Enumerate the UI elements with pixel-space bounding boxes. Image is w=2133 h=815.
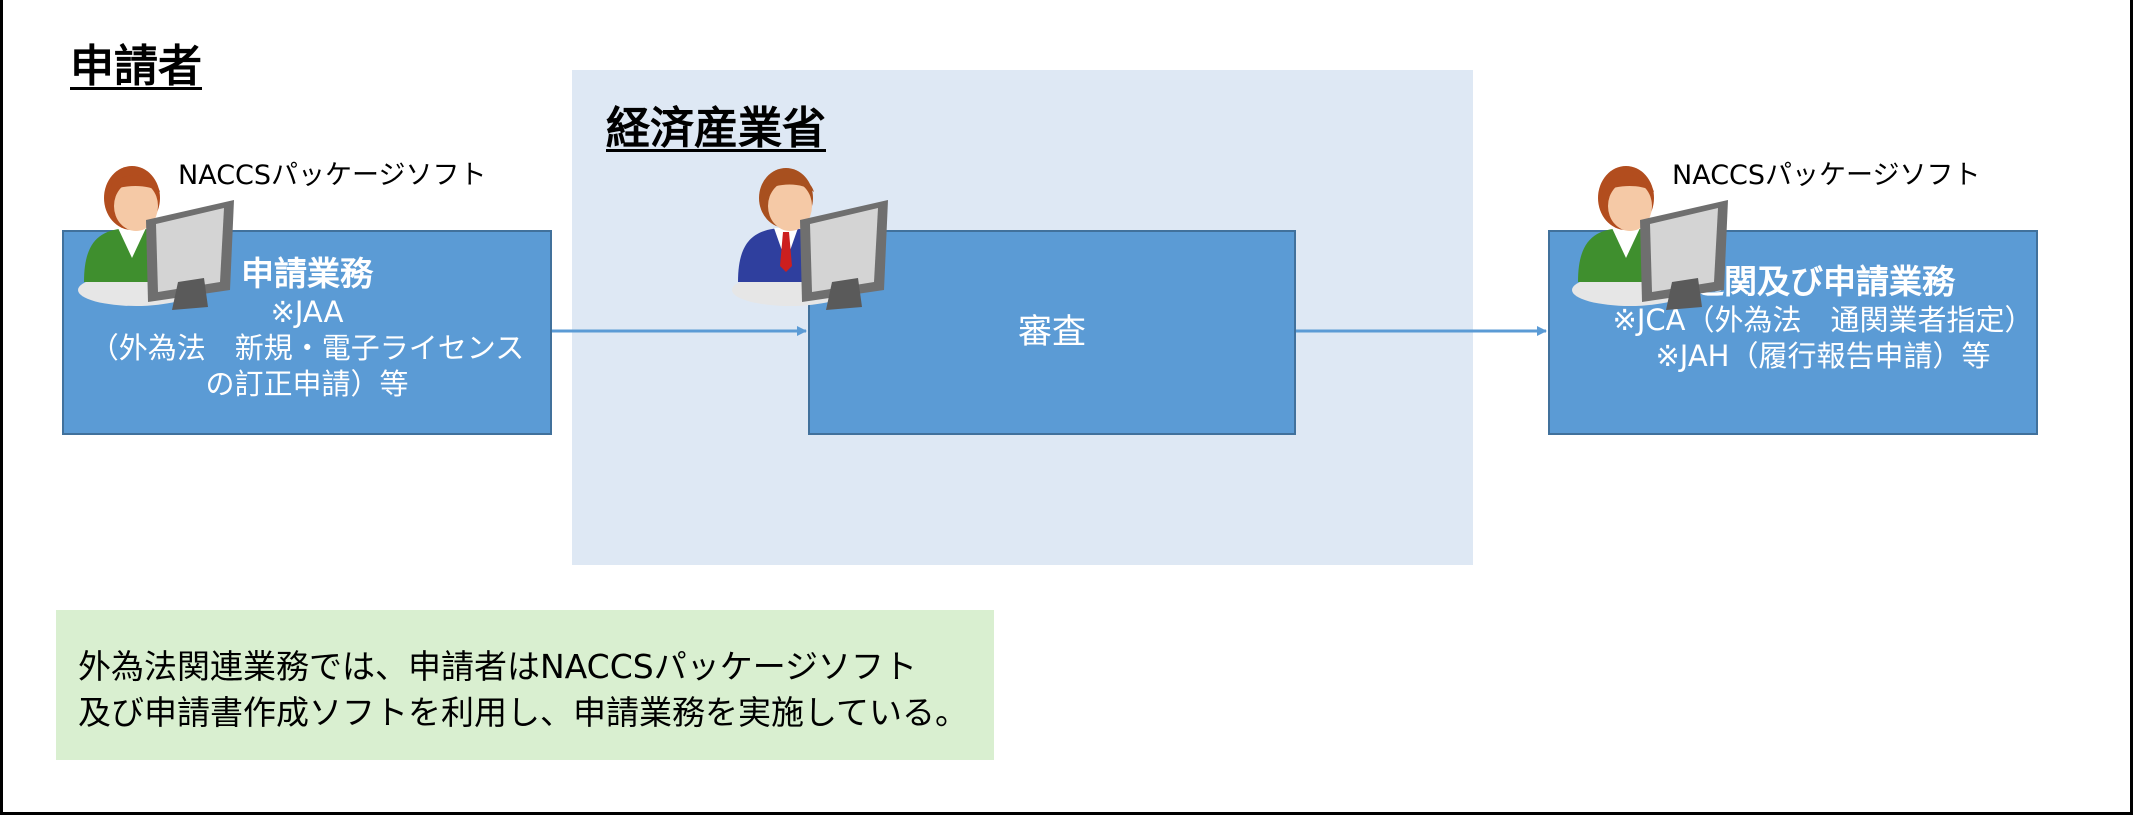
businessman-at-computer-icon (732, 168, 888, 310)
person-at-computer-icon (1572, 166, 1728, 310)
summary-note-line-2: 及び申請書作成ソフトを利用し、申請業務を実施している。 (78, 693, 969, 732)
summary-note-line-1: 外為法関連業務では、申請者はNACCSパッケージソフト (78, 647, 918, 686)
person-at-computer-icon (78, 166, 234, 310)
right-software-label: NACCSパッケージソフト (1672, 160, 1981, 191)
application-box-line-1: ※JAA (270, 295, 344, 329)
application-box-line-2: （外為法 新規・電子ライセンス (89, 331, 525, 365)
application-box-title: 申請業務 (241, 254, 373, 293)
review-box-label: 審査 (1018, 312, 1086, 352)
applicant-title: 申請者 (70, 41, 202, 92)
application-box-line-3: の訂正申請）等 (205, 367, 409, 401)
customs-process-box: 通関及び申請業務 ※JCA（外為法 通関業者指定） ※JAH（履行報告申請）等 (1548, 230, 2038, 435)
customs-box-line-1: ※JCA（外為法 通関業者指定） (1612, 303, 2034, 337)
ministry-title: 経済産業省 (606, 103, 826, 154)
customs-box-title: 通関及び申請業務 (1691, 262, 1955, 301)
left-software-label: NACCSパッケージソフト (178, 160, 487, 191)
customs-box-line-2: ※JAH（履行報告申請）等 (1655, 339, 1991, 373)
review-process-box: 審査 (808, 230, 1296, 435)
summary-note: 外為法関連業務では、申請者はNACCSパッケージソフト 及び申請書作成ソフトを利… (56, 610, 994, 760)
